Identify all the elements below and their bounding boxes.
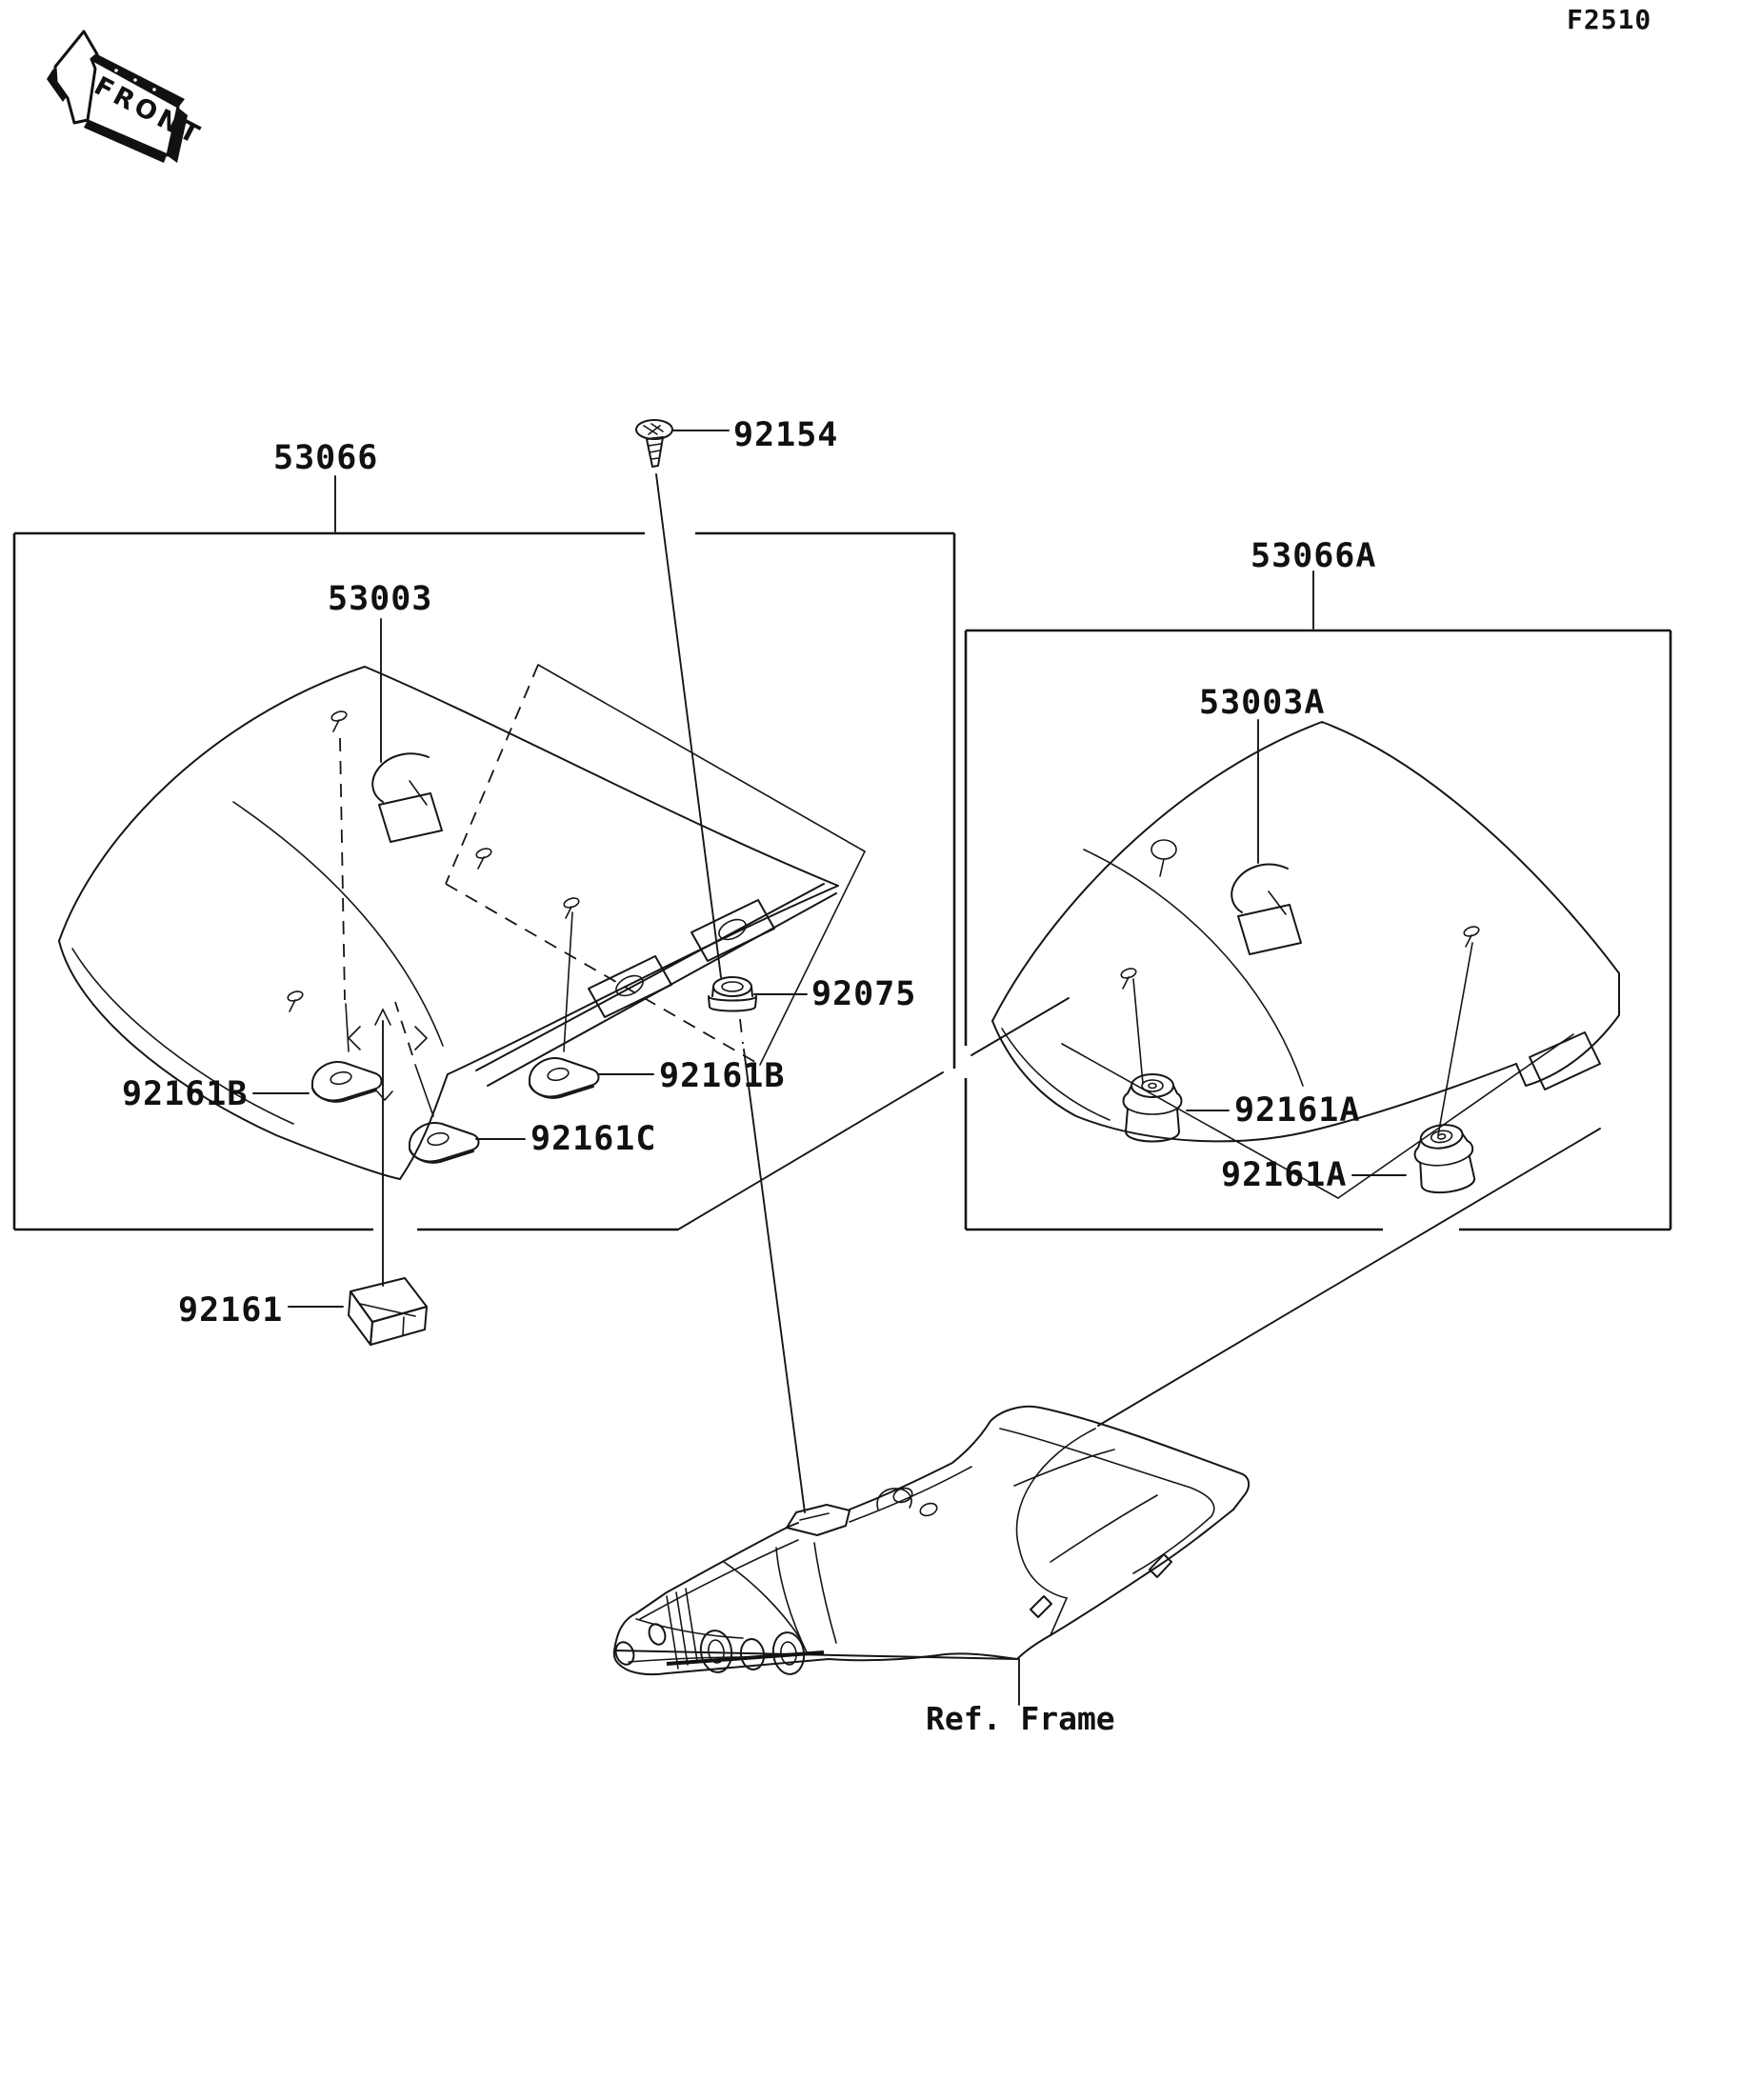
leader-damper-left-dashed bbox=[339, 737, 346, 1001]
label-right-seat-assy: 53066A bbox=[1251, 537, 1376, 575]
pad-block-icon bbox=[348, 1277, 428, 1346]
label-damper-a-lower: 92161A bbox=[1221, 1156, 1347, 1194]
frame-illustration bbox=[612, 1405, 1251, 1676]
label-right-seat-cover: 53003A bbox=[1199, 684, 1325, 722]
figure-code: F2510 bbox=[1567, 4, 1651, 35]
damper-wedge-right-icon bbox=[529, 1057, 600, 1099]
label-left-seat-assy: 53066 bbox=[273, 439, 378, 477]
seat-left-hook bbox=[371, 752, 443, 843]
damper-wedge-left-icon bbox=[311, 1061, 383, 1103]
leader-damper-a-lower bbox=[1437, 942, 1473, 1136]
damper-wedge-center-icon bbox=[409, 1122, 480, 1164]
damper-cylinder-lower-icon bbox=[1413, 1124, 1476, 1194]
left-assembly-box bbox=[12, 531, 956, 1231]
leader-damper-center bbox=[414, 1064, 434, 1117]
leader-damper-right bbox=[563, 911, 573, 1052]
label-screw: 92154 bbox=[733, 416, 838, 454]
seat-left-illustration bbox=[58, 664, 866, 1180]
seat-left-alignment-marks bbox=[347, 1008, 429, 1102]
damper-cylinder-upper-icon bbox=[1122, 1073, 1183, 1143]
leader-damper-center-dashed bbox=[394, 1001, 413, 1056]
seat-right-illustration bbox=[991, 721, 1620, 1199]
leader-grommet-to-frame bbox=[743, 1049, 806, 1513]
label-damper-b-left: 92161B bbox=[122, 1075, 248, 1113]
seat-right-pins bbox=[1120, 839, 1480, 990]
label-damper-b-right: 92161B bbox=[659, 1057, 785, 1095]
leader-screw-to-grommet bbox=[655, 473, 722, 978]
leader-damper-left bbox=[345, 1003, 350, 1052]
label-damper-c: 92161C bbox=[530, 1120, 656, 1158]
seat-right-hook bbox=[1231, 863, 1302, 955]
right-assembly-box bbox=[964, 629, 1672, 1231]
front-direction-arrow: FRONT bbox=[47, 30, 207, 163]
leader-grommet-dashed bbox=[739, 1018, 744, 1045]
grommet-icon bbox=[708, 976, 757, 1012]
label-damper-a-upper: 92161A bbox=[1234, 1091, 1360, 1130]
leader-right-seat-to-frame bbox=[1097, 1128, 1601, 1427]
frame-seat-latch bbox=[786, 1504, 850, 1536]
label-pad: 92161 bbox=[178, 1291, 283, 1330]
front-arrow-head bbox=[53, 30, 99, 125]
label-ref-frame: Ref. Frame bbox=[926, 1700, 1115, 1737]
seat-left-pins bbox=[287, 710, 580, 1012]
label-left-seat-cover: 53003 bbox=[328, 580, 432, 618]
leader-damper-a-upper bbox=[1132, 978, 1144, 1085]
label-grommet: 92075 bbox=[811, 975, 916, 1013]
leader-right-seat-to-left-box bbox=[677, 997, 1070, 1230]
screw-icon bbox=[635, 419, 673, 468]
